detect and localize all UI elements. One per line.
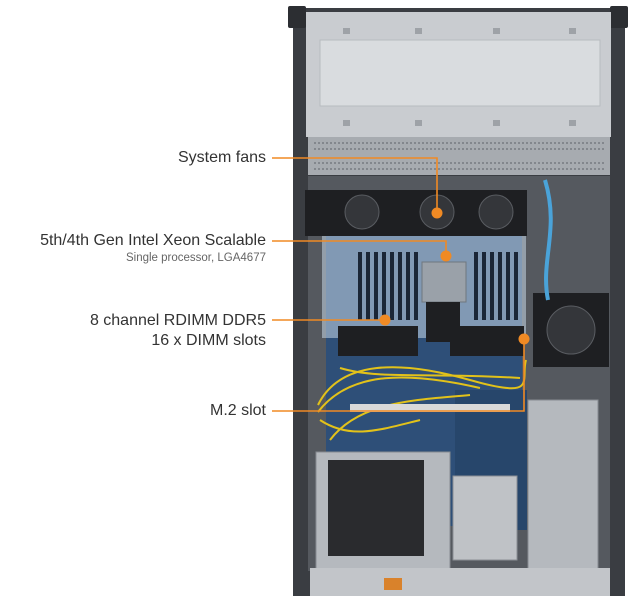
cpu-title: 5th/4th Gen Intel Xeon Scalable: [40, 232, 266, 249]
left-ear: [288, 6, 306, 28]
callout-dot-fans: [431, 207, 443, 219]
cover-screws: [343, 28, 576, 126]
system-fans: [305, 190, 609, 367]
riser-cage-mid: [452, 475, 518, 561]
dimm-slots: [358, 252, 518, 320]
callout-lines: [272, 157, 525, 412]
sata-cable: [543, 179, 553, 301]
right-ear: [610, 6, 628, 28]
cpu-subtitle: Single processor, LGA4677: [125, 252, 266, 264]
rear-latch: [384, 578, 402, 590]
m2-slot: [350, 404, 510, 412]
riser-cage-right: [527, 399, 599, 571]
m2-title: M.2 slot: [209, 402, 266, 419]
callout-label-cpu: 5th/4th Gen Intel Xeon Scalable Single p…: [40, 231, 266, 265]
callout-label-dimm: 8 channel RDIMM DDR5 16 x DIMM slots: [90, 311, 266, 351]
duct-right: [450, 326, 524, 356]
vent-slots: [314, 142, 604, 170]
callout-dot-cpu: [440, 250, 452, 262]
callout-dot-dimm: [379, 314, 391, 326]
riser-card: [328, 460, 424, 556]
callout-dots: [379, 207, 530, 345]
dimm-title-line1: 8 channel RDIMM DDR5: [89, 312, 266, 329]
duct-left: [338, 326, 418, 356]
callout-line-m2: [272, 339, 525, 412]
callout-label-fans: System fans: [178, 148, 266, 168]
callout-line-fans: [272, 157, 438, 213]
cpu-socket: [421, 261, 467, 303]
callout-label-m2: M.2 slot: [210, 401, 266, 421]
rear-panel: [310, 568, 610, 596]
fans-title: System fans: [177, 149, 266, 166]
callout-dot-m2: [518, 333, 530, 345]
dimm-title-line2: 16 x DIMM slots: [151, 332, 266, 349]
top-cover-panel: [319, 39, 601, 107]
